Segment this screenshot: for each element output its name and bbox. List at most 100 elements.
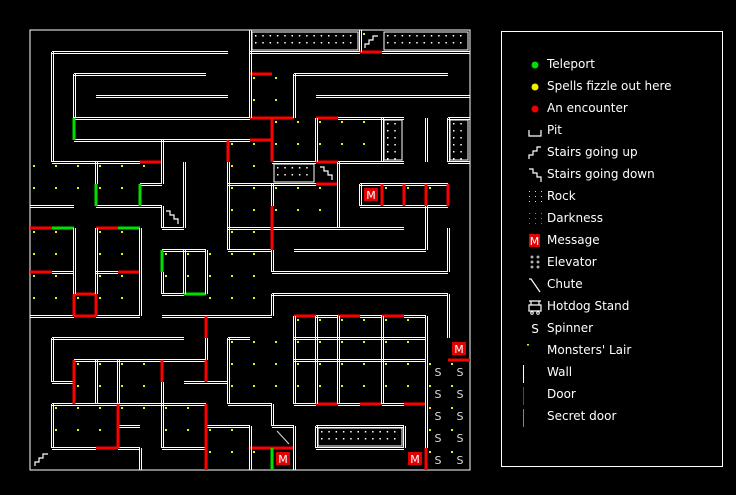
monsters-lair-mark bbox=[33, 231, 35, 233]
monsters-lair-mark bbox=[99, 297, 101, 299]
elevator-dot bbox=[255, 35, 257, 37]
elevator-dot bbox=[342, 431, 345, 433]
elevator-dot bbox=[291, 35, 293, 37]
monsters-lair-mark bbox=[55, 187, 57, 189]
elevator-dot bbox=[306, 35, 308, 37]
legend-label: An encounter bbox=[547, 101, 628, 115]
monsters-lair-mark bbox=[341, 363, 343, 365]
pit-icon bbox=[524, 123, 546, 139]
monsters-lair-mark bbox=[231, 451, 233, 453]
monsters-lair-mark bbox=[143, 385, 145, 387]
elevator-dot bbox=[262, 42, 264, 44]
elevator-dot bbox=[394, 137, 396, 139]
spinner-marker: S bbox=[457, 410, 464, 423]
monsters-lair-mark bbox=[341, 143, 343, 145]
legend-item-secret-door: Secret door bbox=[502, 406, 722, 428]
monsters-lair-mark bbox=[363, 319, 365, 321]
monsters-lair-mark bbox=[121, 363, 123, 365]
elevator-dot bbox=[452, 42, 455, 44]
monsters-lair-mark bbox=[99, 429, 101, 431]
elevator-dot bbox=[386, 438, 389, 440]
elevator-dot bbox=[387, 42, 389, 44]
elevator-dot bbox=[408, 42, 411, 44]
spinner-marker: S bbox=[457, 432, 464, 445]
elevator-dot bbox=[394, 144, 396, 146]
elevator-dot bbox=[313, 42, 315, 44]
door-icon bbox=[523, 384, 545, 405]
elevator-dot bbox=[460, 158, 462, 160]
elevator-dot bbox=[416, 42, 418, 44]
monsters-lair-mark bbox=[253, 385, 255, 387]
elevator-dot bbox=[445, 42, 447, 44]
elevator-dot bbox=[269, 42, 272, 44]
monsters-lair-mark bbox=[253, 99, 255, 101]
monsters-lair-mark bbox=[319, 143, 321, 145]
wall-icon bbox=[523, 362, 545, 383]
elevator-dot bbox=[379, 431, 381, 433]
elevator bbox=[449, 119, 469, 161]
message-marker[interactable] bbox=[452, 342, 466, 355]
spinner-marker: S bbox=[457, 454, 464, 467]
monsters-lair-mark bbox=[429, 363, 431, 365]
elevator-dot bbox=[313, 35, 315, 37]
message-marker[interactable] bbox=[408, 452, 422, 465]
elevator-dot bbox=[394, 42, 396, 44]
message-marker[interactable] bbox=[276, 452, 290, 465]
legend-label: Chute bbox=[547, 277, 583, 291]
monsters-lair-mark bbox=[275, 341, 277, 343]
monsters-lair-mark bbox=[165, 275, 167, 277]
legend-label: Rock bbox=[547, 189, 576, 203]
darkness-icon bbox=[524, 211, 546, 227]
monsters-lair-mark bbox=[297, 385, 299, 387]
message-glyph: M bbox=[410, 453, 420, 466]
monsters-lair-mark bbox=[99, 165, 101, 167]
elevator bbox=[383, 119, 403, 161]
elevator-dot bbox=[423, 42, 425, 44]
monsters-lair-mark bbox=[407, 385, 409, 387]
elevator-dot bbox=[320, 42, 323, 44]
monsters-lair-mark bbox=[253, 341, 255, 343]
elevator-dot bbox=[401, 42, 404, 44]
elevator-dot bbox=[269, 35, 272, 37]
monsters-lair-mark bbox=[209, 253, 211, 255]
stairs-up-icon bbox=[524, 145, 546, 161]
monsters-lair-mark bbox=[363, 385, 365, 387]
monsters-lair-mark bbox=[451, 451, 453, 453]
monsters-lair-mark bbox=[253, 143, 255, 145]
legend-item-pit: Pit bbox=[502, 120, 722, 142]
elevator-dot bbox=[460, 123, 462, 125]
monsters-lair-mark bbox=[99, 363, 101, 365]
elevator-dot bbox=[372, 431, 374, 433]
elevator-layer bbox=[251, 31, 469, 447]
legend-label: Stairs going down bbox=[547, 167, 655, 181]
legend-label: Pit bbox=[547, 123, 563, 137]
monsters-lair-mark bbox=[253, 253, 255, 255]
elevator-dot bbox=[277, 167, 279, 169]
elevator-dot bbox=[372, 438, 374, 440]
monsters-lair-mark bbox=[363, 341, 365, 343]
monsters-lair-mark bbox=[143, 363, 145, 365]
message-marker[interactable] bbox=[364, 188, 378, 201]
monsters-lair-mark bbox=[253, 297, 255, 299]
monsters-lair-mark bbox=[209, 275, 211, 277]
elevator-dot bbox=[357, 438, 359, 440]
elevator-dot bbox=[306, 167, 308, 169]
monsters-lair-mark bbox=[385, 319, 387, 321]
elevator-dot bbox=[321, 431, 323, 433]
monsters-lair-mark bbox=[187, 253, 189, 255]
monsters-lair-mark bbox=[253, 77, 255, 79]
elevator-dot bbox=[321, 438, 323, 440]
elevator-dot bbox=[342, 35, 345, 37]
elevator-dot bbox=[306, 174, 308, 176]
elevator-dot bbox=[438, 35, 440, 37]
elevator-dot bbox=[453, 123, 455, 125]
monsters-lair-mark bbox=[407, 363, 409, 365]
elevator-dot bbox=[291, 42, 293, 44]
monsters-lair-mark bbox=[143, 165, 145, 167]
monsters-lair-mark bbox=[231, 429, 233, 431]
monsters-lair-mark bbox=[363, 121, 365, 123]
monsters-lair-mark bbox=[297, 187, 299, 189]
monsters-lair-mark bbox=[451, 363, 453, 365]
elevator-dot bbox=[357, 431, 359, 433]
monsters-lair-mark bbox=[297, 143, 299, 145]
